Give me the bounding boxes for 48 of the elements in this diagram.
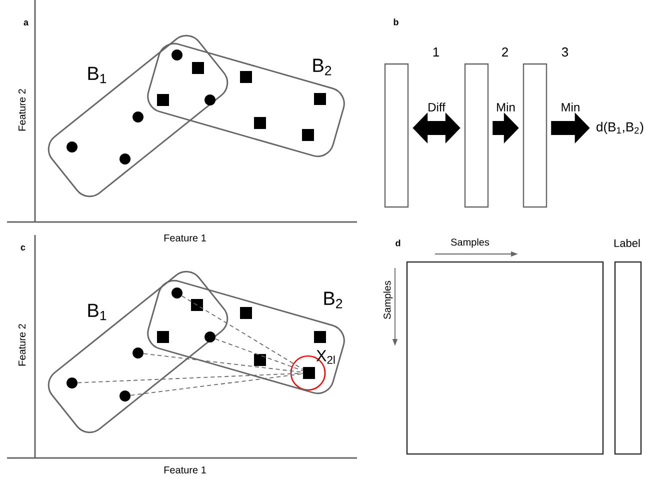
bag-label: B$_{1}$ xyxy=(88,304,106,320)
result-text: d(B$_{1}$,B$_{2}$) xyxy=(596,122,644,134)
axis-label: Feature 1 xyxy=(164,466,206,474)
axis-label: Samples xyxy=(451,238,490,248)
data-point xyxy=(192,62,204,74)
data-point xyxy=(240,306,252,319)
bag-label: B$_{2}$ xyxy=(324,292,342,308)
data-point xyxy=(204,94,216,106)
panel-letter: a xyxy=(24,20,29,26)
point-label: X$_{2l}$ xyxy=(316,350,335,364)
data-point xyxy=(172,288,182,298)
axis-label: Feature 1 xyxy=(164,234,206,242)
axis-label: Samples xyxy=(383,280,393,319)
data-point xyxy=(157,94,169,106)
axis-label: Feature 2 xyxy=(18,324,26,366)
matrix-box xyxy=(406,261,604,455)
edge-label: Min xyxy=(562,102,580,112)
panel-letter: c xyxy=(20,246,26,250)
data-point xyxy=(302,129,314,141)
step-number: 2 xyxy=(502,47,508,57)
data-point xyxy=(314,330,326,343)
data-point xyxy=(191,299,203,311)
vector-bar xyxy=(522,63,548,208)
data-point xyxy=(204,332,216,342)
edge-label: Min xyxy=(497,102,515,112)
panel-letter: b xyxy=(394,18,398,26)
data-point xyxy=(66,377,78,388)
data-point xyxy=(254,117,266,129)
column-label: Label xyxy=(614,238,640,248)
vector-bar xyxy=(464,63,489,208)
step-number: 3 xyxy=(562,47,568,57)
data-point xyxy=(157,330,169,343)
data-point xyxy=(120,153,130,164)
data-point xyxy=(172,50,182,60)
edge-label: Diff xyxy=(428,102,446,112)
bag-label: B$_{1}$ xyxy=(88,66,106,84)
data-point xyxy=(132,112,144,122)
panel-letter: d xyxy=(396,240,400,246)
data-point xyxy=(132,347,144,358)
data-point xyxy=(254,354,266,366)
data-point xyxy=(66,142,78,152)
data-point xyxy=(314,93,326,105)
data-point xyxy=(120,390,130,402)
data-point xyxy=(240,71,252,83)
step-number: 1 xyxy=(433,48,439,56)
axis-label: Feature 2 xyxy=(18,89,26,131)
bag-label: B$_{2}$ xyxy=(313,58,332,76)
vector-bar xyxy=(384,63,409,208)
